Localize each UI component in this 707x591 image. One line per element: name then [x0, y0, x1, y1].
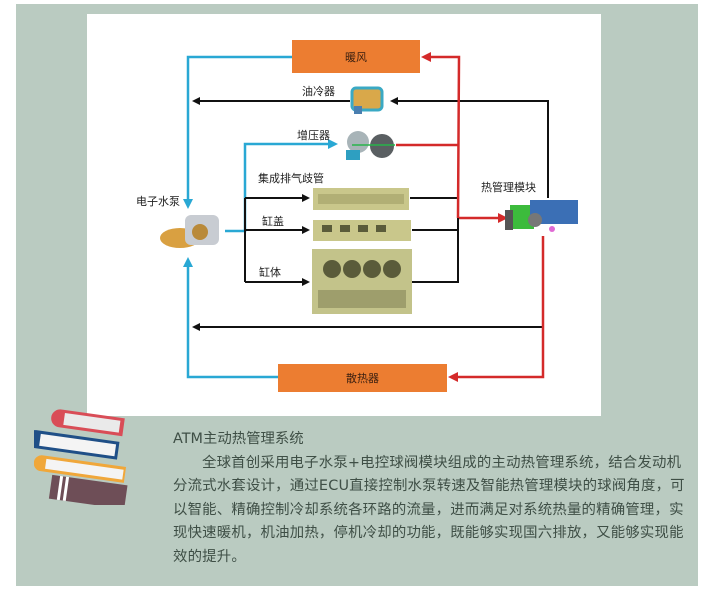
exhaust-manifold-label: 集成排气歧管	[258, 172, 324, 185]
radiator-box: 散热器	[278, 364, 447, 392]
water-pump-label: 电子水泵	[136, 195, 180, 208]
electric-water-pump-icon	[160, 215, 219, 248]
article-title: ATM主动热管理系统	[173, 431, 304, 447]
cylinder-block-label: 缸体	[259, 266, 281, 279]
turbocharger-icon	[346, 131, 395, 160]
exhaust-manifold-icon	[313, 188, 409, 210]
heater-box: 暖风	[292, 40, 420, 73]
oil-cooler-icon	[350, 86, 384, 114]
books-icon	[34, 409, 128, 505]
oil-cooler-label: 油冷器	[302, 85, 335, 98]
article-body: 全球首创采用电子水泵+电控球阀模块组成的主动热管理系统，结合发动机分流式水套设计…	[173, 454, 685, 565]
turbocharger-label: 增压器	[297, 129, 330, 142]
cylinder-block-icon	[312, 249, 412, 314]
thermal-module-icon	[505, 200, 578, 232]
cylinder-head-icon	[313, 220, 411, 241]
cylinder-head-label: 缸盖	[262, 215, 284, 228]
thermal-module-label: 热管理模块	[481, 181, 536, 194]
article-text: ATM主动热管理系统 全球首创采用电子水泵+电控球阀模块组成的主动热管理系统，结…	[173, 428, 693, 569]
